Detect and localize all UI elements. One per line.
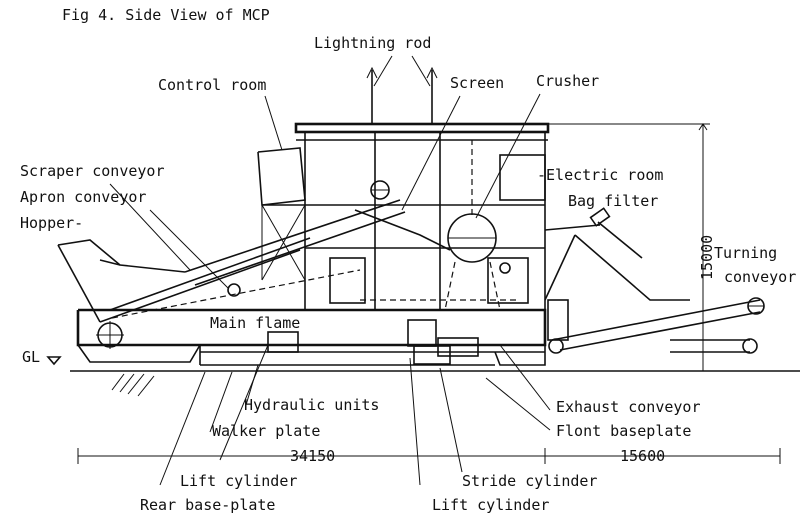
turning-conveyor-assembly [544, 207, 765, 354]
apron-conveyor-label: Apron conveyor [20, 188, 146, 206]
length-left-value: 34150 [290, 447, 335, 465]
figure-caption: Fig 4. Side View of MCP [62, 6, 270, 24]
control-room-leader [264, 95, 283, 151]
apron-leader [149, 209, 229, 289]
hopper-and-conveyors [57, 199, 520, 323]
crusher-leader [475, 93, 541, 219]
length-right-value: 15600 [620, 447, 665, 465]
front-baseplate-label: Flont baseplate [556, 422, 691, 440]
rear-base-plate-label: Rear base-plate [140, 496, 275, 514]
scraper-conveyor-label: Scraper conveyor [20, 162, 165, 180]
bag-filter-label: Bag filter [568, 192, 658, 210]
electric-room-label: -Electric room [537, 166, 663, 184]
control-room-label: Control room [158, 76, 266, 94]
screen-label: Screen [450, 74, 504, 92]
turning-conveyor-label-1: Turning [714, 244, 777, 262]
crusher-label: Crusher [536, 72, 599, 90]
main-flame-label: Main flame [210, 314, 300, 332]
lightning-rod-label: Lightning rod [314, 34, 431, 52]
height-dimension [548, 123, 710, 371]
lightning-rods [366, 55, 438, 124]
lower-leaders [159, 344, 551, 486]
hydraulic-units-label: Hydraulic units [244, 396, 379, 414]
height-dimension-value: 15000 [698, 235, 716, 280]
superstructure [257, 122, 550, 311]
screen-leader [401, 95, 461, 211]
lift-cylinder-left-label: Lift cylinder [180, 472, 297, 490]
lift-cylinder-bottom-label: Lift cylinder [432, 496, 549, 514]
main-frame [76, 308, 547, 366]
scraper-leader [109, 183, 191, 271]
stride-cylinder-label: Stride cylinder [462, 472, 597, 490]
walker-plate-label: Walker plate [212, 422, 320, 440]
hopper-label: Hopper- [20, 214, 83, 232]
exhaust-conveyor-label: Exhaust conveyor [556, 398, 701, 416]
turning-conveyor-label-2: conveyor [724, 268, 796, 286]
ground-line [46, 356, 800, 397]
gl-label: GL [22, 348, 40, 366]
length-dimension [77, 448, 781, 464]
